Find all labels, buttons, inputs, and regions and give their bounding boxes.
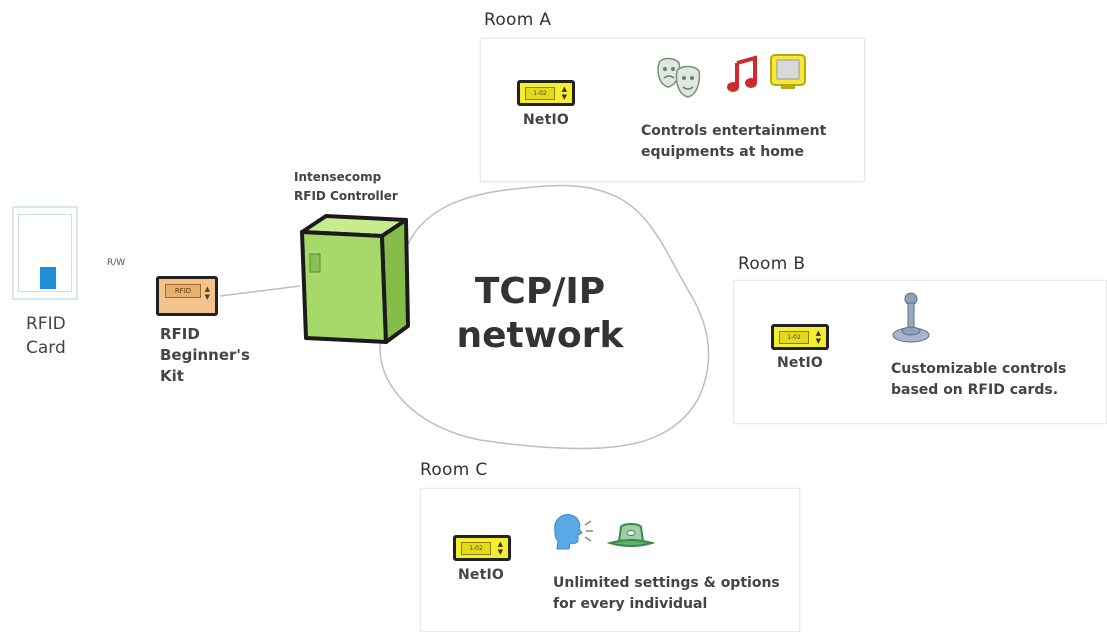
room-a-netio-device: 1-02 ▲▼	[517, 80, 575, 106]
hat-icon	[607, 523, 655, 547]
rfid-card-inner-frame	[18, 214, 72, 292]
rfid-card-label-line-2: Card	[26, 338, 66, 358]
room-a-description: Controls entertainment equipments at hom…	[641, 121, 826, 163]
room-b-netio-label: NetIO	[777, 355, 824, 371]
room-a-description-line-2: equipments at home	[641, 144, 804, 160]
music-note-icon	[727, 55, 757, 92]
room-a-description-line-1: Controls entertainment	[641, 123, 827, 139]
room-c-netio-device: 1-02 ▲▼	[453, 535, 511, 561]
theater-masks-icon	[657, 57, 701, 98]
rfid-card-chip	[40, 267, 56, 289]
rfid-controller-icon	[300, 214, 410, 344]
rfid-kit-arrows: ▲▼	[204, 285, 210, 301]
room-c-description-line-2: for every individual	[553, 596, 708, 612]
network-label: TCP/IP network	[440, 270, 640, 358]
device-arrows: ▲▼	[561, 85, 567, 101]
speaking-head-icon	[554, 514, 593, 550]
room-b-box: 1-02 ▲▼ NetIO Customizable controls base…	[733, 280, 1107, 424]
device-arrows: ▲▼	[815, 329, 821, 345]
room-c-netio-label: NetIO	[458, 567, 505, 583]
kit-controller-link	[219, 285, 301, 297]
room-c-description: Unlimited settings & options for every i…	[553, 573, 780, 615]
device-screen: 1-02	[461, 542, 491, 555]
device-screen: 1-02	[525, 87, 555, 100]
joystick-icon	[892, 292, 930, 343]
room-c-title: Room C	[420, 460, 488, 480]
network-label-line-2: network	[456, 315, 624, 356]
network-label-line-1: TCP/IP	[474, 271, 606, 312]
rfid-card-label-line-1: RFID	[26, 314, 66, 334]
room-c-description-line-1: Unlimited settings & options	[553, 575, 780, 591]
rfid-kit-label-line-3: Kit	[160, 367, 184, 385]
tcp-ip-cloud	[379, 184, 710, 450]
room-a-netio-label: NetIO	[523, 112, 570, 128]
device-arrows: ▲▼	[497, 540, 503, 556]
rfid-kit-screen: RFID	[165, 284, 201, 298]
room-b-description-line-2: based on RFID cards.	[891, 382, 1059, 398]
room-b-netio-device: 1-02 ▲▼	[771, 324, 829, 350]
rfid-kit-device: RFID ▲▼	[156, 276, 218, 316]
rfid-kit-label-line-2: Beginner's	[160, 346, 250, 364]
device-screen: 1-02	[779, 331, 809, 344]
room-b-description-line-1: Customizable controls	[891, 361, 1067, 377]
room-b-description: Customizable controls based on RFID card…	[891, 359, 1066, 401]
controller-label-line-1: Intensecomp	[294, 170, 382, 184]
rfid-card	[12, 206, 78, 300]
controller-label: Intensecomp RFID Controller	[294, 168, 398, 206]
room-c-box: 1-02 ▲▼ NetIO Unlimited settings & optio…	[420, 488, 800, 632]
controller-label-line-2: RFID Controller	[294, 189, 398, 203]
room-a-box: 1-02 ▲▼ NetIO Controls entertainment equ…	[480, 38, 865, 182]
room-b-title: Room B	[738, 254, 806, 274]
tv-icon	[770, 54, 806, 89]
rfid-kit-label: RFID Beginner's Kit	[160, 324, 250, 387]
read-write-label: R/W	[107, 258, 126, 268]
room-a-title: Room A	[484, 10, 552, 30]
rfid-kit-label-line-1: RFID	[160, 325, 200, 343]
rfid-card-label: RFID Card	[26, 312, 66, 360]
